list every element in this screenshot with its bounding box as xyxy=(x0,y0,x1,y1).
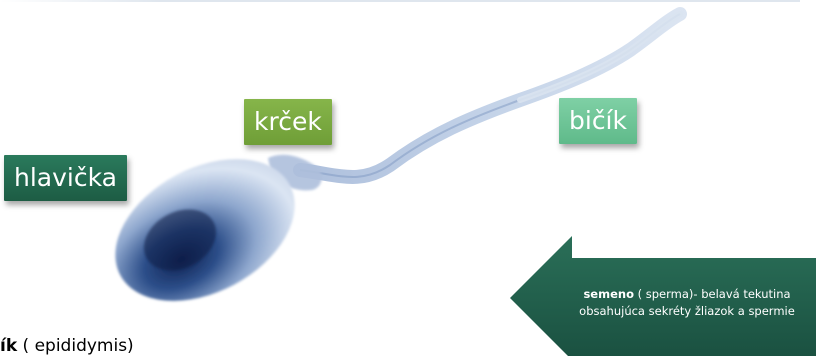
bottom-caption-bold: ík xyxy=(0,336,17,356)
arrow-callout-text: semeno ( sperma)- belavá tekutina obsahu… xyxy=(560,286,814,320)
label-head: hlavička xyxy=(4,155,127,201)
callout-bold-term: semeno xyxy=(583,287,634,301)
callout-line2: obsahujúca sekréty žliazok a spermie xyxy=(579,304,795,318)
callout-line1: ( sperma)- belavá tekutina xyxy=(634,287,791,301)
bottom-caption-rest: ( epididymis) xyxy=(17,336,134,356)
label-neck: krček xyxy=(244,99,332,145)
label-tail: bičík xyxy=(559,98,637,144)
sperm-tail xyxy=(300,14,680,177)
bottom-caption: ík ( epididymis) xyxy=(0,336,134,356)
